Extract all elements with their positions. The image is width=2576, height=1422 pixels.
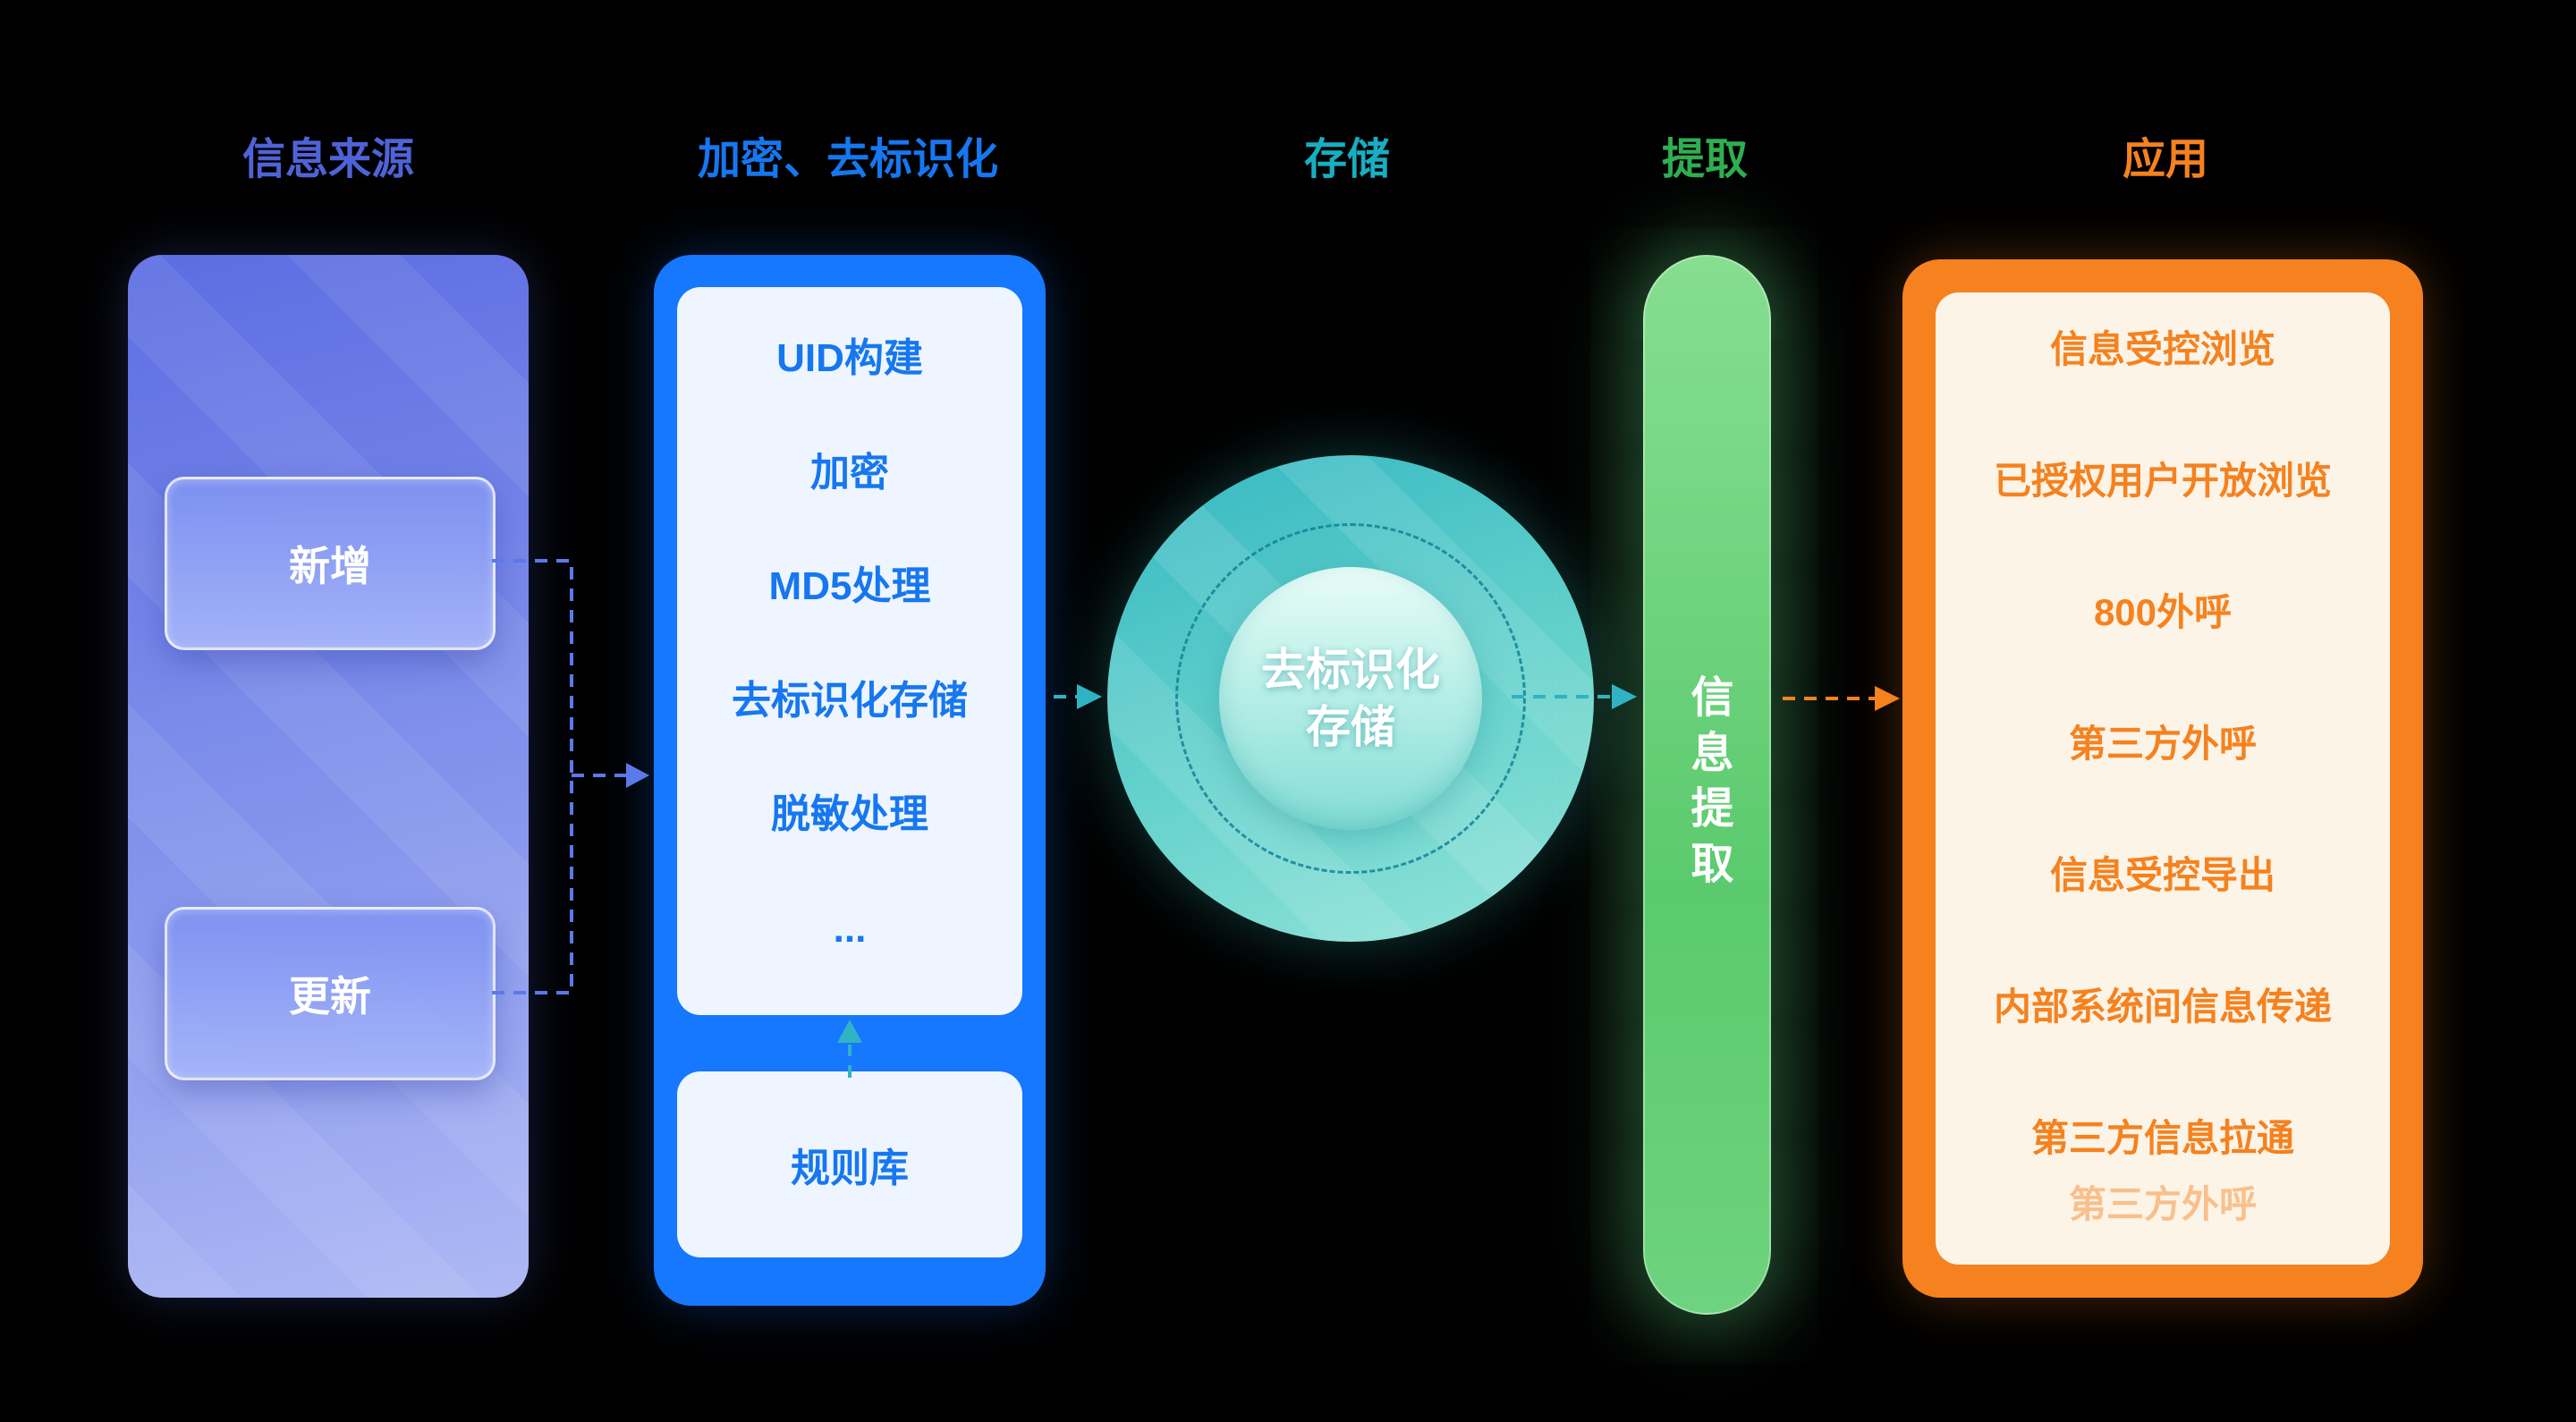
encrypt-steps-list: UID构建 加密 MD5处理 去标识化存储 脱敏处理 ... — [677, 287, 1022, 1015]
encrypt-step-encrypt: 加密 — [810, 450, 889, 495]
source-node-update-label: 更新 — [289, 973, 371, 1020]
encrypt-step-desense: 脱敏处理 — [771, 792, 928, 837]
encrypt-panel: UID构建 加密 MD5处理 去标识化存储 脱敏处理 ... 规则库 — [654, 255, 1046, 1306]
app-item-internal-transfer: 内部系统间信息传递 — [1993, 986, 2332, 1028]
extract-bar: 信息提取 — [1643, 255, 1771, 1315]
arrowhead-extract-to-apps — [1875, 686, 1900, 711]
storage-dashed-ring — [1175, 523, 1526, 874]
header-encrypt: 加密、去标识化 — [697, 136, 999, 183]
source-node-add: 新增 — [165, 477, 496, 650]
arrowhead-encrypt-to-storage — [1077, 684, 1102, 709]
encrypt-step-deid: 去标识化存储 — [732, 678, 968, 723]
app-item-800-call: 800外呼 — [2093, 591, 2233, 633]
storage-core: 去标识化 存储 — [1219, 567, 1482, 830]
app-item-controlled-browse: 信息受控浏览 — [2049, 328, 2275, 370]
encrypt-step-ellipsis: ... — [833, 906, 867, 951]
source-node-update: 更新 — [165, 907, 496, 1080]
encrypt-step-uid: UID构建 — [776, 336, 923, 380]
apps-list: 信息受控浏览 已授权用户开放浏览 800外呼 第三方外呼 信息受控导出 内部系统… — [1936, 292, 2390, 1265]
storage-label-line2: 存储 — [1306, 702, 1395, 752]
header-source: 信息来源 — [242, 136, 415, 183]
storage-label-line1: 去标识化 — [1261, 645, 1440, 695]
header-apps: 应用 — [2122, 136, 2209, 183]
apps-panel: 信息受控浏览 已授权用户开放浏览 800外呼 第三方外呼 信息受控导出 内部系统… — [1902, 259, 2423, 1298]
source-panel: 新增 更新 — [128, 255, 529, 1298]
arrowhead-storage-to-extract — [1612, 684, 1637, 709]
header-storage: 存储 — [1303, 136, 1391, 183]
arrowhead-source-to-encrypt — [626, 763, 649, 788]
rule-library-panel: 规则库 — [677, 1071, 1022, 1257]
app-item-thirdparty-call-faded: 第三方外呼 — [2068, 1183, 2257, 1225]
app-item-thirdparty-link: 第三方信息拉通 — [2030, 1117, 2294, 1159]
app-item-controlled-export: 信息受控导出 — [2049, 854, 2275, 896]
encrypt-step-md5: MD5处理 — [768, 564, 931, 609]
source-node-add-label: 新增 — [289, 543, 371, 589]
app-item-thirdparty-call: 第三方外呼 — [2068, 723, 2257, 765]
extract-bar-label: 信息提取 — [1683, 673, 1732, 896]
rule-library-label: 规则库 — [791, 1147, 909, 1190]
header-extract: 提取 — [1661, 136, 1749, 183]
app-item-authorized-browse: 已授权用户开放浏览 — [1993, 460, 2332, 502]
